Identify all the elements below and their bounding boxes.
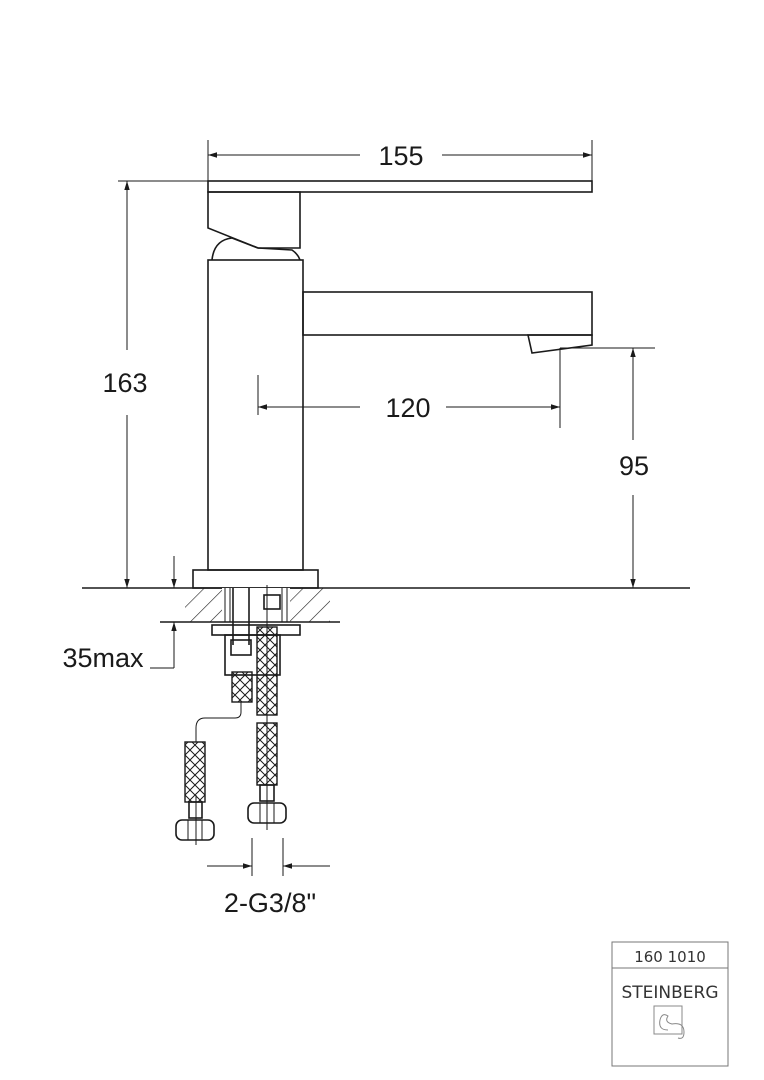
hose-bend bbox=[195, 702, 242, 742]
faucet-body bbox=[192, 180, 593, 589]
dimension-155: 155 bbox=[207, 140, 593, 192]
brand-name: STEINBERG bbox=[621, 983, 718, 1003]
aerator bbox=[527, 334, 593, 354]
article-number: 160 1010 bbox=[634, 948, 706, 966]
base-plate bbox=[192, 569, 319, 589]
dimension-163: 163 bbox=[102, 180, 208, 588]
dimension-120: 120 bbox=[257, 348, 561, 428]
dimension-95: 95 bbox=[560, 347, 655, 588]
hex-nut-left bbox=[175, 819, 215, 841]
hose-braid-left bbox=[184, 741, 206, 803]
faucet-column bbox=[207, 259, 304, 571]
dimension-95-label: 95 bbox=[619, 451, 649, 481]
brand-logo-icon bbox=[653, 1005, 685, 1039]
dimension-35max: 35max bbox=[62, 556, 177, 673]
dimension-connection-label: 2-G3/8" bbox=[224, 888, 316, 918]
mounting-hoses bbox=[175, 585, 301, 845]
dimension-connection: 2-G3/8" bbox=[207, 838, 330, 918]
spout bbox=[302, 291, 593, 336]
dimension-35max-label: 35max bbox=[62, 643, 144, 673]
dimension-155-label: 155 bbox=[378, 141, 423, 171]
dimension-120-label: 120 bbox=[385, 393, 430, 423]
title-block: 160 1010 STEINBERG bbox=[611, 941, 729, 1067]
mounting-washer bbox=[211, 624, 301, 636]
dimension-163-label: 163 bbox=[102, 368, 147, 398]
lever-handle bbox=[207, 180, 593, 193]
handle-block bbox=[207, 191, 301, 249]
hose-braid-short bbox=[231, 671, 253, 703]
handle-cap bbox=[211, 237, 301, 261]
